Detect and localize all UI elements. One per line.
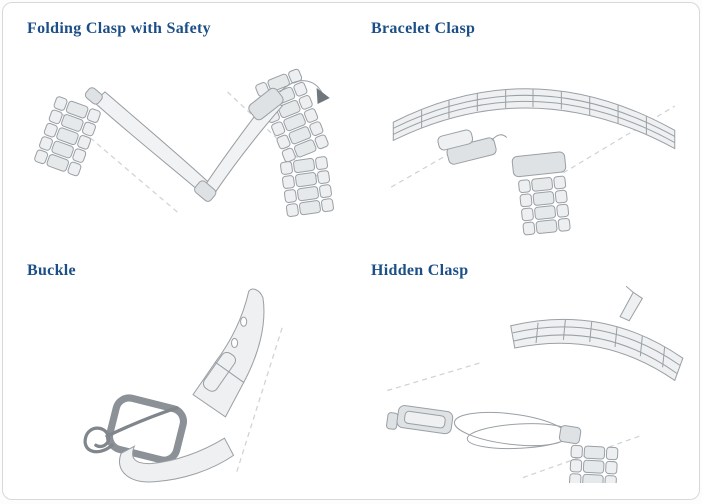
section-title-bracelet-clasp: Bracelet Clasp bbox=[371, 20, 476, 37]
guide-line bbox=[234, 327, 283, 476]
open-safety-lever bbox=[619, 285, 644, 322]
strap-lower bbox=[119, 437, 235, 483]
strap-hole bbox=[231, 337, 239, 349]
strap-hole bbox=[240, 316, 248, 327]
section-buckle: Buckle bbox=[7, 251, 351, 493]
guide-line bbox=[387, 361, 483, 392]
section-title-folding-clasp: Folding Clasp with Safety bbox=[27, 20, 211, 37]
clasp-arm-left bbox=[93, 91, 209, 192]
section-folding-clasp: Folding Clasp with Safety bbox=[7, 9, 351, 251]
section-title-buckle: Buckle bbox=[27, 262, 76, 279]
arm-connector bbox=[558, 425, 582, 445]
lower-link-band bbox=[569, 445, 618, 483]
folding-arm bbox=[466, 423, 573, 450]
left-connector bbox=[84, 87, 103, 105]
left-link-band bbox=[34, 96, 101, 177]
guide-line bbox=[522, 434, 643, 479]
guide-line bbox=[563, 105, 676, 174]
section-hidden-clasp: Hidden Clasp bbox=[351, 251, 695, 493]
buckle-illustration bbox=[83, 288, 283, 483]
buckle-frame bbox=[105, 394, 187, 464]
open-direction-arrow-icon bbox=[279, 80, 330, 105]
clasp-pusher bbox=[386, 412, 399, 430]
hidden-clasp-illustration bbox=[386, 285, 684, 483]
guide-line bbox=[62, 113, 180, 214]
safety-cover bbox=[248, 87, 284, 121]
open-clasp-cover bbox=[437, 129, 508, 165]
section-title-hidden-clasp: Hidden Clasp bbox=[371, 262, 469, 279]
clasp-grid: Folding Clasp with Safety Bracelet bbox=[3, 3, 699, 499]
upper-bracelet-arch bbox=[392, 88, 676, 150]
right-link-band-lower bbox=[280, 156, 334, 217]
butterfly-clasp-mechanism bbox=[386, 405, 582, 450]
strap-upper bbox=[192, 288, 265, 418]
folding-clasp-illustration bbox=[27, 43, 351, 241]
keeper-loop bbox=[202, 351, 237, 392]
hinge-plate bbox=[194, 180, 217, 202]
buckle-pin bbox=[83, 406, 179, 454]
section-bracelet-clasp: Bracelet Clasp bbox=[351, 9, 695, 251]
guide-line bbox=[227, 91, 330, 188]
upper-link-band bbox=[510, 318, 684, 382]
bracelet-clasp-illustration bbox=[390, 88, 676, 241]
lower-link-band bbox=[511, 151, 573, 235]
